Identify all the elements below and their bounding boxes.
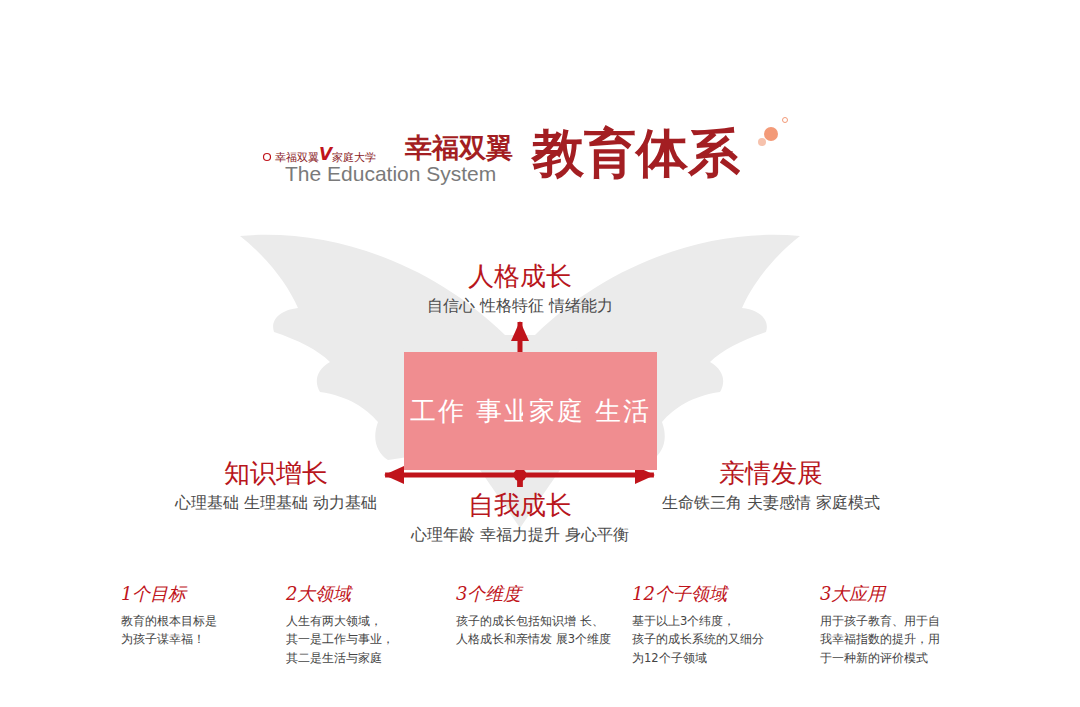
point-text: 教育的根本目标是 为孩子谋幸福！ bbox=[121, 612, 289, 649]
dimension-node: 亲情发展生命铁三角 夫妻感情 家庭模式 bbox=[658, 456, 884, 516]
deco-circle bbox=[783, 118, 788, 123]
node-heading: 亲情发展 bbox=[662, 458, 880, 489]
arrow-connector bbox=[520, 475, 654, 487]
point-heading: 3大应用 bbox=[820, 582, 885, 606]
node-heading: 人格成长 bbox=[427, 261, 613, 292]
logo-mark: V bbox=[319, 144, 332, 164]
point-text: 人生有两大领域， 其一是工作与事业， 其二是生活与家庭 bbox=[286, 612, 454, 667]
node-heading: 自我成长 bbox=[411, 490, 629, 521]
box-inner: 工作 事业 bbox=[410, 395, 532, 428]
point-heading: 3个维度 bbox=[456, 582, 521, 606]
deco-circle bbox=[764, 127, 778, 141]
node-body: 心理基础 生理基础 动力基础 bbox=[175, 493, 377, 514]
domain-box: 工作 事业 bbox=[404, 352, 538, 470]
node-body: 生命铁三角 夫妻感情 家庭模式 bbox=[662, 493, 880, 514]
deco-circle bbox=[758, 138, 766, 146]
box-inner: 家庭 生活 bbox=[529, 395, 651, 428]
node-heading: 家庭 生活 bbox=[529, 395, 651, 428]
logo-dot bbox=[264, 154, 271, 161]
title: 教育体系 bbox=[532, 124, 740, 184]
point-text: 用于孩子教育、用于自 我幸福指数的提升，用 于一种新的评价模式 bbox=[820, 612, 988, 667]
domain-box: 家庭 生活 bbox=[523, 352, 657, 470]
brand-name: 幸福双翼 bbox=[405, 130, 513, 166]
node-heading: 知识增长 bbox=[175, 458, 377, 489]
point-heading: 12个子领域 bbox=[632, 582, 727, 606]
point-heading: 1个目标 bbox=[121, 582, 186, 606]
node-body: 心理年龄 幸福力提升 身心平衡 bbox=[411, 525, 629, 546]
dimension-node: 自我成长心理年龄 幸福力提升 身心平衡 bbox=[407, 488, 633, 548]
point-text: 孩子的成长包括知识增 长、人格成长和亲情发 展3个维度 bbox=[456, 612, 624, 649]
point-text: 基于以上3个纬度， 孩子的成长系统的又细分 为12个子领域 bbox=[632, 612, 800, 667]
dimension-node: 人格成长自信心 性格特征 情绪能力 bbox=[423, 259, 617, 319]
arrow-connector bbox=[385, 475, 520, 487]
subtitle: The Education System bbox=[285, 162, 496, 186]
point-heading: 2大领域 bbox=[286, 582, 351, 606]
dimension-node: 知识增长心理基础 生理基础 动力基础 bbox=[171, 456, 381, 516]
node-body: 自信心 性格特征 情绪能力 bbox=[427, 296, 613, 317]
node-heading: 工作 事业 bbox=[410, 395, 532, 428]
